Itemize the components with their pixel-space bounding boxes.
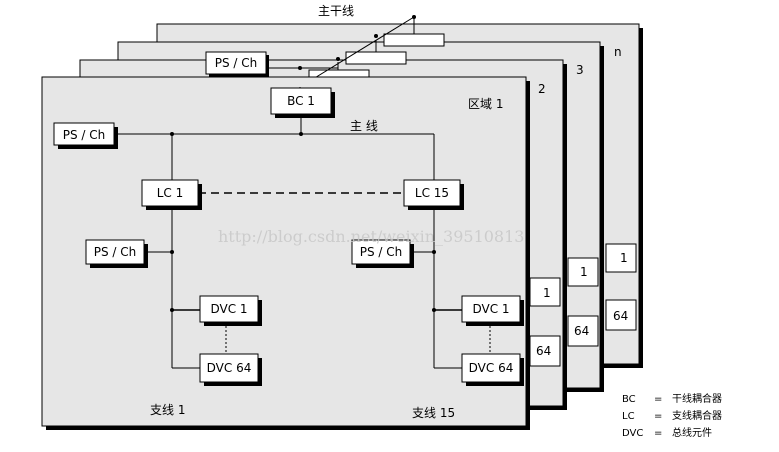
dvc-1-left-label: DVC 1	[210, 302, 247, 316]
frag-n-1: 1	[620, 251, 628, 265]
dvc-1-left-box	[199, 295, 259, 323]
trunk-line-label: 主干线	[318, 4, 354, 18]
trunk-box-n	[383, 33, 445, 47]
area-1-label: 区域 1	[468, 97, 503, 111]
ps-ch-trunk-label: PS / Ch	[215, 56, 258, 70]
dvc-64-right-box	[461, 353, 521, 383]
dvc-1-right-box	[461, 295, 521, 323]
ps-ch-main-label: PS / Ch	[63, 128, 106, 142]
dvc-64-left-box	[199, 353, 259, 383]
legend-abbr-lc: LC	[622, 411, 635, 422]
bc-1-label: BC 1	[287, 94, 315, 108]
legend-desc-dvc: 总线元件	[672, 426, 712, 439]
line-1-label: 支线 1	[150, 403, 185, 417]
frag-n-64: 64	[613, 309, 628, 323]
ps-ch-main	[53, 122, 115, 146]
area-2-label: 2	[538, 82, 546, 96]
legend-desc-bc: 干线耦合器	[672, 392, 722, 405]
ps-ch-line-1-label: PS / Ch	[94, 245, 137, 259]
trunk-line	[299, 16, 415, 88]
legend-abbr-bc: BC	[622, 394, 636, 405]
lc-15-box	[403, 179, 461, 207]
lc-1-label: LC 1	[157, 186, 184, 200]
legend-eq-bc: =	[654, 394, 662, 405]
area-3-label: 3	[576, 63, 584, 77]
frag-3-64: 64	[574, 324, 589, 338]
lc-15-label: LC 15	[415, 186, 449, 200]
watermark: http://blog.csdn.net/weixin_39510813	[218, 227, 524, 246]
ps-ch-trunk	[205, 51, 267, 75]
dvc-64-right-label: DVC 64	[469, 361, 514, 375]
dvc-64-left-label: DVC 64	[207, 361, 252, 375]
frag-2-1: 1	[543, 286, 551, 300]
ps-ch-line-15	[351, 239, 411, 265]
legend-eq-dvc: =	[654, 428, 662, 439]
legend-desc-lc: 支线耦合器	[672, 409, 722, 422]
frag-3-1: 1	[580, 265, 588, 279]
legend-abbr-dvc: DVC	[622, 428, 643, 439]
dvc-1-right-label: DVC 1	[472, 302, 509, 316]
area-n-label: n	[614, 45, 622, 59]
ps-ch-line-1	[85, 239, 145, 265]
frag-2-64: 64	[536, 344, 551, 358]
main-line-label: 主 线	[350, 119, 378, 133]
ps-ch-line-15-label: PS / Ch	[360, 245, 403, 259]
legend: BC = 干线耦合器 LC = 支线耦合器 DVC = 总线元件	[622, 392, 722, 439]
bc-1-box	[270, 87, 332, 115]
line-15-label: 支线 15	[412, 406, 455, 420]
back-fragments: 1 64 1 64 1 64	[529, 243, 637, 367]
legend-eq-lc: =	[654, 411, 662, 422]
